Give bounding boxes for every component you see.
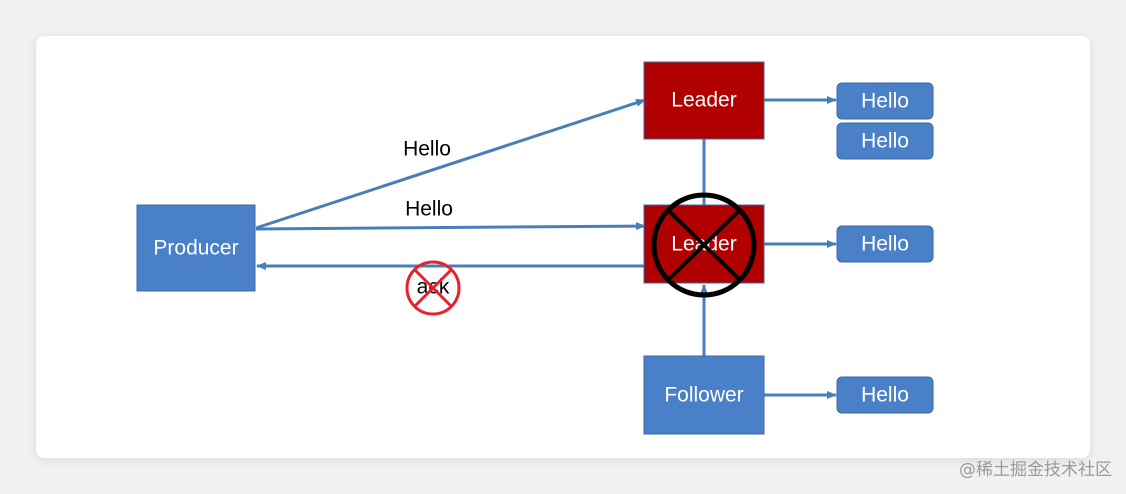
watermark: @稀土掘金技术社区	[959, 460, 1112, 480]
queue-item: Hello	[861, 90, 909, 113]
arrow-producer-to-failed-leader	[255, 222, 646, 231]
follower-queue: Hello	[836, 376, 934, 414]
queue-item: Hello	[861, 384, 909, 407]
queue-item: Hello	[861, 130, 909, 153]
new-leader-queue: Hello Hello	[836, 82, 934, 160]
queue-item: Hello	[861, 233, 909, 256]
follower-node: Follower	[643, 355, 765, 435]
failed-leader-queue: Hello	[836, 225, 934, 263]
producer-label: Producer	[153, 237, 238, 260]
new-leader-node: Leader	[643, 61, 765, 140]
producer-node: Producer	[136, 204, 256, 292]
new-leader-label: Leader	[671, 89, 736, 112]
arrow-producer-to-new-leader	[255, 98, 646, 230]
middle-message-label: Hello	[405, 198, 453, 221]
top-message-label: Hello	[403, 138, 451, 161]
forbidden-icon	[405, 260, 461, 316]
crossed-circle-icon	[651, 192, 757, 298]
follower-label: Follower	[664, 384, 743, 407]
ack-blocked: ack	[405, 260, 461, 316]
